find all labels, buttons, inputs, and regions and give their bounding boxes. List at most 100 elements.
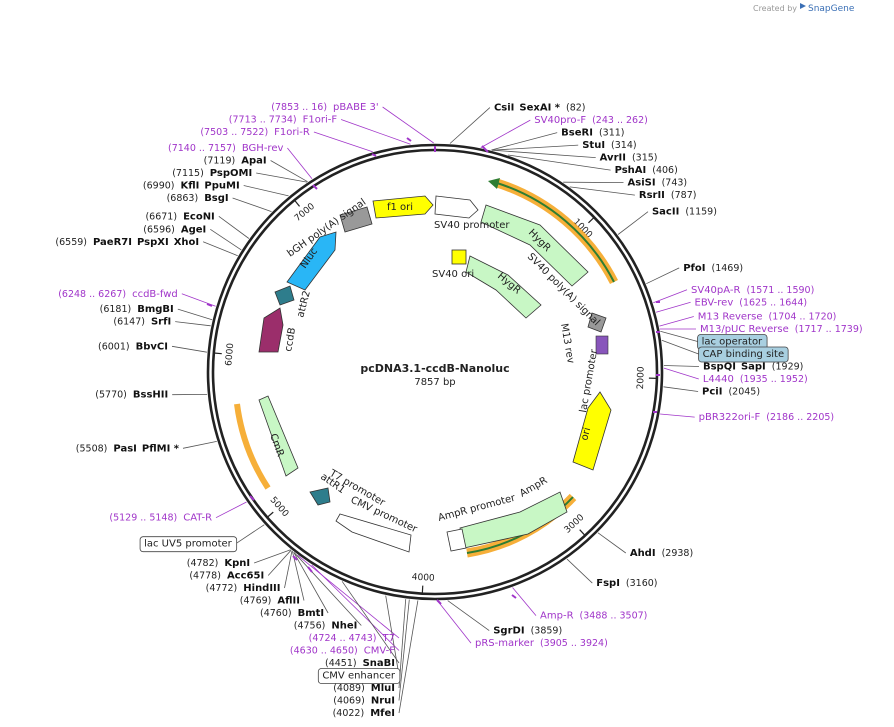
leader-line <box>232 197 272 212</box>
leader-line <box>646 267 680 285</box>
leader-line <box>512 587 537 616</box>
site-label-sub: SapI <box>741 362 766 373</box>
site-label-name: PfoI <box>683 263 705 274</box>
site-label: SV40pro-F (243 .. 262) <box>534 115 648 126</box>
site-label: (7119)ApaI <box>204 155 267 166</box>
leader-line <box>293 552 329 614</box>
site-label-name: StuI <box>582 140 605 151</box>
leader-line <box>270 160 308 183</box>
site-label-name: T7 <box>382 633 395 644</box>
leader-line <box>398 600 419 714</box>
site-label-pos: (243 .. 262) <box>592 115 648 126</box>
site-label-text: (4756)NheI <box>294 621 358 632</box>
site-label-pos: (1159) <box>685 207 717 218</box>
site-label-pos: (6596) <box>143 224 175 235</box>
site-label-pos: (7853 .. 16) <box>271 102 327 113</box>
site-label-text: (4022)MfeI <box>333 708 395 719</box>
site-label-text: AsiSI(743) <box>628 178 688 189</box>
site-label-name: lac UV5 promoter <box>144 539 233 550</box>
site-label-pos: (4724 .. 4743) <box>309 633 377 644</box>
site-label-text: (4069)NruI <box>333 696 395 707</box>
feature-label: attR2 <box>295 290 313 319</box>
leader-line <box>287 147 313 180</box>
site-label-pos: (4089) <box>333 683 365 694</box>
feature-box <box>139 536 238 553</box>
site-label: (7853 .. 16)pBABE 3' <box>271 102 378 113</box>
site-label-pos: (1704 .. 1720) <box>769 312 837 323</box>
plasmid-length: 7857 bp <box>414 377 455 388</box>
site-label: PshAI(406) <box>615 165 678 176</box>
site-label-text: PciI (2045) <box>702 387 760 398</box>
site-label-pos: (6990) <box>143 180 175 191</box>
site-label-text: lac operator <box>702 337 763 348</box>
site-label-name: CAT-R <box>183 513 212 524</box>
leader-line <box>447 600 490 631</box>
site-label-text: (4724 .. 4743) T7 <box>309 633 395 644</box>
site-label-text: M13 Reverse(1704 .. 1720) <box>698 312 837 323</box>
site-label-text: CMV enhancer <box>322 671 396 682</box>
leader-line <box>215 501 247 519</box>
site-label-pos: (6001) <box>98 341 130 352</box>
site-label-sub: PflMI * <box>142 443 180 454</box>
site-label: (7115)PspOMI <box>172 168 252 179</box>
leader-line <box>491 132 558 151</box>
site-label-pos: (7713 .. 7734) <box>229 115 297 126</box>
site-label-name: BbvCI <box>136 341 168 352</box>
site-label-pos: (3160) <box>626 578 658 589</box>
site-label-name: BmgBI <box>137 304 174 315</box>
site-label-name: ApaI <box>241 155 266 166</box>
site-label-pos: (6559) <box>55 237 87 248</box>
site-label: RsrII(787) <box>639 190 697 201</box>
site-label: (5129 .. 5148) CAT-R <box>109 513 212 524</box>
feature-label: SV40 ori <box>432 269 474 280</box>
primer-marks <box>206 137 660 605</box>
site-label-name: CMV-F <box>364 646 395 657</box>
site-label-text: BseRI(311) <box>561 128 624 139</box>
site-label: SV40pA-R(1571 .. 1590) <box>691 285 814 296</box>
tick-mark <box>588 216 595 224</box>
site-label-text: (4772)HindIII <box>206 583 281 594</box>
site-label-text: (6863)BsgI <box>167 193 229 204</box>
label-leader-lines <box>171 106 700 714</box>
site-label-name: SV40pro-F <box>534 115 586 126</box>
site-label-name: PciI <box>702 387 722 398</box>
site-label-pos: (4756) <box>294 621 326 632</box>
site-label: (6596)AgeI <box>143 224 206 235</box>
site-label-sub: SexAI * <box>519 103 560 114</box>
site-label-text: AvrII(315) <box>600 153 658 164</box>
site-label: (4772)HindIII <box>206 583 281 594</box>
site-label-text: (7503 .. 7522)F1ori-R <box>200 127 310 138</box>
site-label-text: PshAI(406) <box>615 165 678 176</box>
leader-line <box>597 532 627 554</box>
site-label-text: (6001) BbvCI <box>98 341 168 352</box>
leader-line <box>492 149 596 158</box>
site-label: lac UV5 promoter <box>139 536 238 553</box>
site-label-pos: (6248 .. 6267) <box>58 289 126 300</box>
site-label-text: (4778)Acc65I <box>189 571 264 582</box>
site-label-text: SacII(1159) <box>652 207 717 218</box>
site-label: (6863)BsgI <box>167 193 229 204</box>
site-label-text: (7140 .. 7157)BGH-rev <box>168 143 283 154</box>
site-label-text: Amp-R(3488 .. 3507) <box>540 611 647 622</box>
plasmid-name: pcDNA3.1-ccdB-Nanoluc <box>360 362 509 375</box>
site-label-pos: (4630 .. 4650) <box>290 646 358 657</box>
site-label-name: SrfI <box>151 317 171 328</box>
site-label-text: PfoI(1469) <box>683 263 743 274</box>
site-label-text: (6181)BmgBI <box>100 304 174 315</box>
site-label-pos: (406) <box>652 165 678 176</box>
tick-mark <box>294 199 301 207</box>
site-label-name: PspOMI <box>210 168 252 179</box>
site-label-text: (7115)PspOMI <box>172 168 252 179</box>
site-label-pos: (4769) <box>240 596 272 607</box>
site-label-pos: (1935 .. 1952) <box>740 374 808 385</box>
site-label-name: BspQI <box>703 362 736 373</box>
site-label-pos: (2045) <box>728 387 760 398</box>
site-label: (6147)SrfI <box>113 317 171 328</box>
site-label-pos: (5129 .. 5148) <box>109 513 177 524</box>
leader-line <box>660 330 698 342</box>
site-label-pos: (6863) <box>167 193 199 204</box>
site-label-pos: (1717 .. 1739) <box>795 324 863 335</box>
